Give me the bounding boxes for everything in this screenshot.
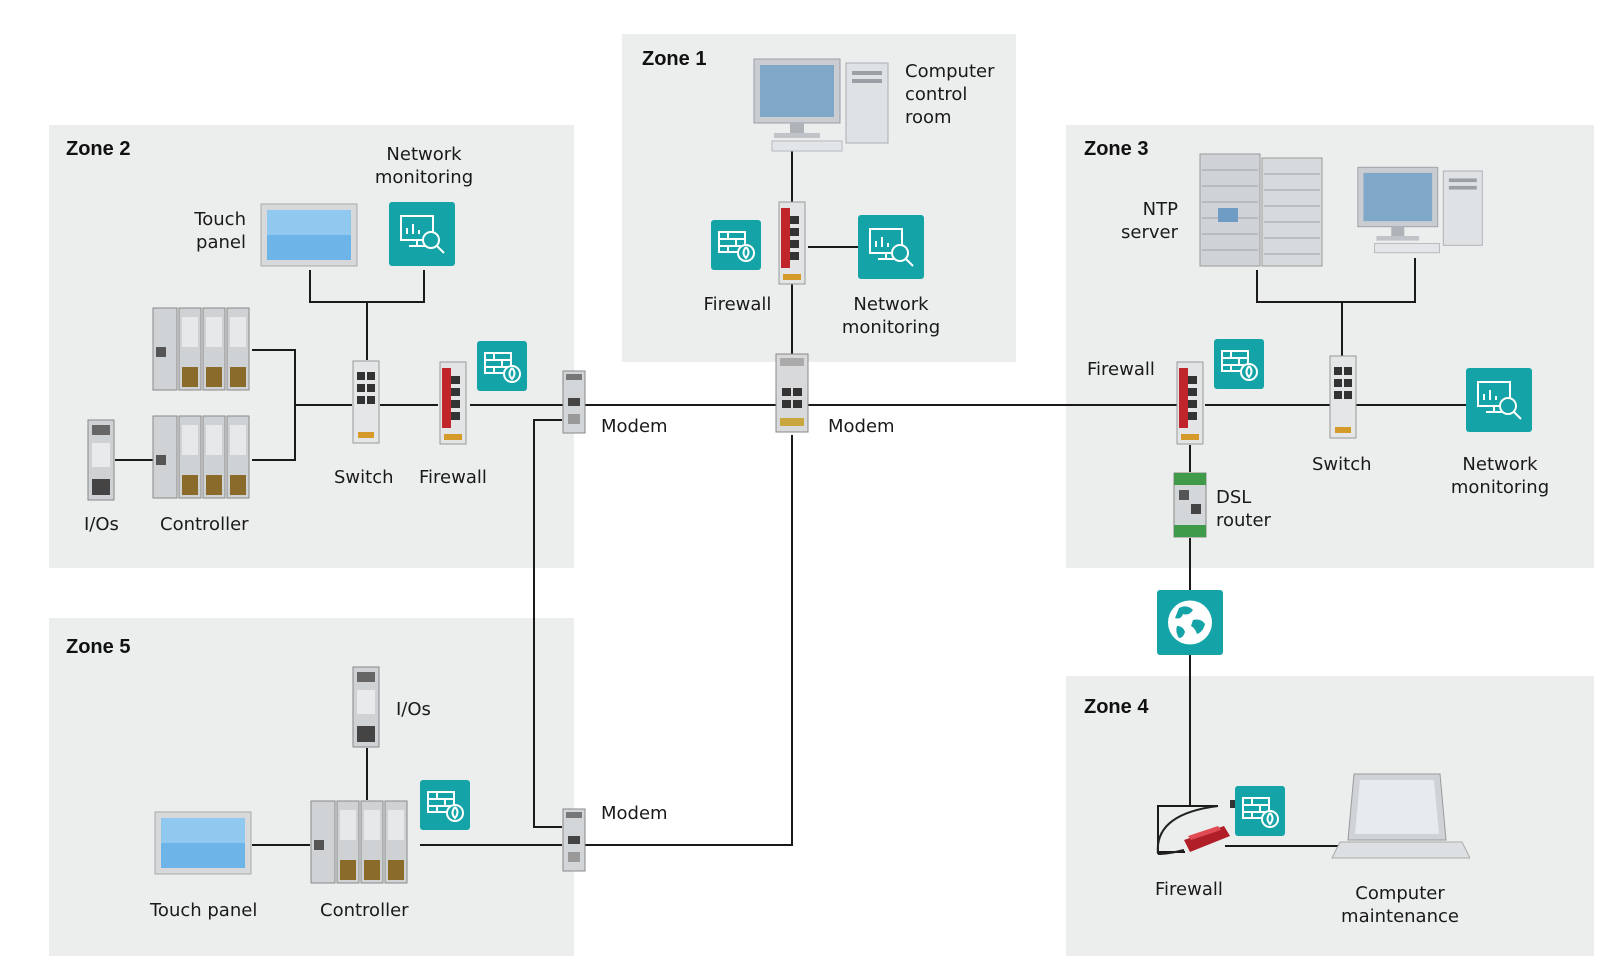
firewall-device bbox=[438, 360, 468, 446]
firewall-device bbox=[1175, 360, 1205, 446]
label-modem-z5: Modem bbox=[601, 803, 668, 824]
label-switch-z2: Switch bbox=[334, 467, 394, 488]
zone-4 bbox=[1066, 676, 1594, 956]
label-firewall-z3: Firewall bbox=[1087, 359, 1155, 380]
firewall-device bbox=[777, 200, 807, 286]
label-network-monitoring-z3: Network monitoring bbox=[1450, 454, 1550, 498]
label-ios-z2: I/Os bbox=[84, 514, 119, 535]
modem-device-z2 bbox=[562, 370, 586, 434]
controller-device-upper bbox=[152, 307, 252, 391]
touch-panel-device bbox=[260, 203, 358, 267]
zone-3-title: Zone 3 bbox=[1084, 138, 1149, 160]
label-modem-main: Modem bbox=[828, 416, 895, 437]
firewall-icon bbox=[1214, 339, 1264, 389]
label-network-monitoring-z2: Network monitoring bbox=[374, 144, 474, 188]
modem-main-device bbox=[774, 352, 810, 434]
label-firewall-z2: Firewall bbox=[419, 467, 487, 488]
label-controller-z5: Controller bbox=[320, 900, 409, 921]
ntp-server-device bbox=[1196, 150, 1326, 272]
laptop-icon bbox=[1330, 768, 1470, 868]
label-controller-z2: Controller bbox=[160, 514, 249, 535]
label-touch-panel-z5: Touch panel bbox=[150, 900, 258, 921]
label-touch-panel-z2: Touch panel bbox=[194, 209, 246, 253]
modem-device-z5 bbox=[562, 808, 586, 872]
io-device-z5 bbox=[352, 666, 380, 748]
network-monitoring-icon bbox=[858, 215, 924, 279]
firewall-icon bbox=[420, 780, 470, 830]
zone-2-title: Zone 2 bbox=[66, 138, 131, 160]
network-monitoring-icon bbox=[1466, 368, 1532, 432]
zone-5 bbox=[49, 618, 574, 956]
zone-4-title: Zone 4 bbox=[1084, 696, 1149, 718]
label-modem-z2: Modem bbox=[601, 416, 668, 437]
zone-1-title: Zone 1 bbox=[642, 48, 707, 70]
controller-device-z5 bbox=[310, 800, 410, 884]
label-network-monitoring-z1: Network monitoring bbox=[841, 294, 941, 338]
zone-5-title: Zone 5 bbox=[66, 636, 131, 658]
switch-device-z3 bbox=[1329, 355, 1357, 439]
firewall-icon bbox=[711, 220, 761, 270]
label-dsl-router: DSL router bbox=[1216, 487, 1271, 531]
touch-panel-device bbox=[154, 811, 252, 875]
globe-icon bbox=[1157, 590, 1223, 655]
firewall-icon bbox=[477, 341, 527, 391]
label-computer-maintenance: Computer maintenance bbox=[1341, 883, 1459, 927]
network-monitoring-icon bbox=[389, 202, 455, 266]
dsl-router-device bbox=[1173, 472, 1207, 538]
label-firewall-z1: Firewall bbox=[703, 294, 772, 315]
label-firewall-z4: Firewall bbox=[1155, 879, 1223, 900]
label-computer-control-room: Computer control room bbox=[905, 61, 995, 128]
switch-device-z2 bbox=[352, 360, 380, 444]
io-device-z2 bbox=[87, 419, 115, 501]
zone-3 bbox=[1066, 125, 1594, 568]
label-ntp-server: NTP server bbox=[1121, 199, 1178, 243]
desktop-computer-icon bbox=[752, 55, 892, 155]
desktop-computer-icon bbox=[1356, 160, 1486, 260]
controller-device-lower bbox=[152, 415, 252, 499]
label-switch-z3: Switch bbox=[1312, 454, 1372, 475]
firewall-icon bbox=[1235, 786, 1285, 836]
label-ios-z5: I/Os bbox=[396, 699, 431, 720]
